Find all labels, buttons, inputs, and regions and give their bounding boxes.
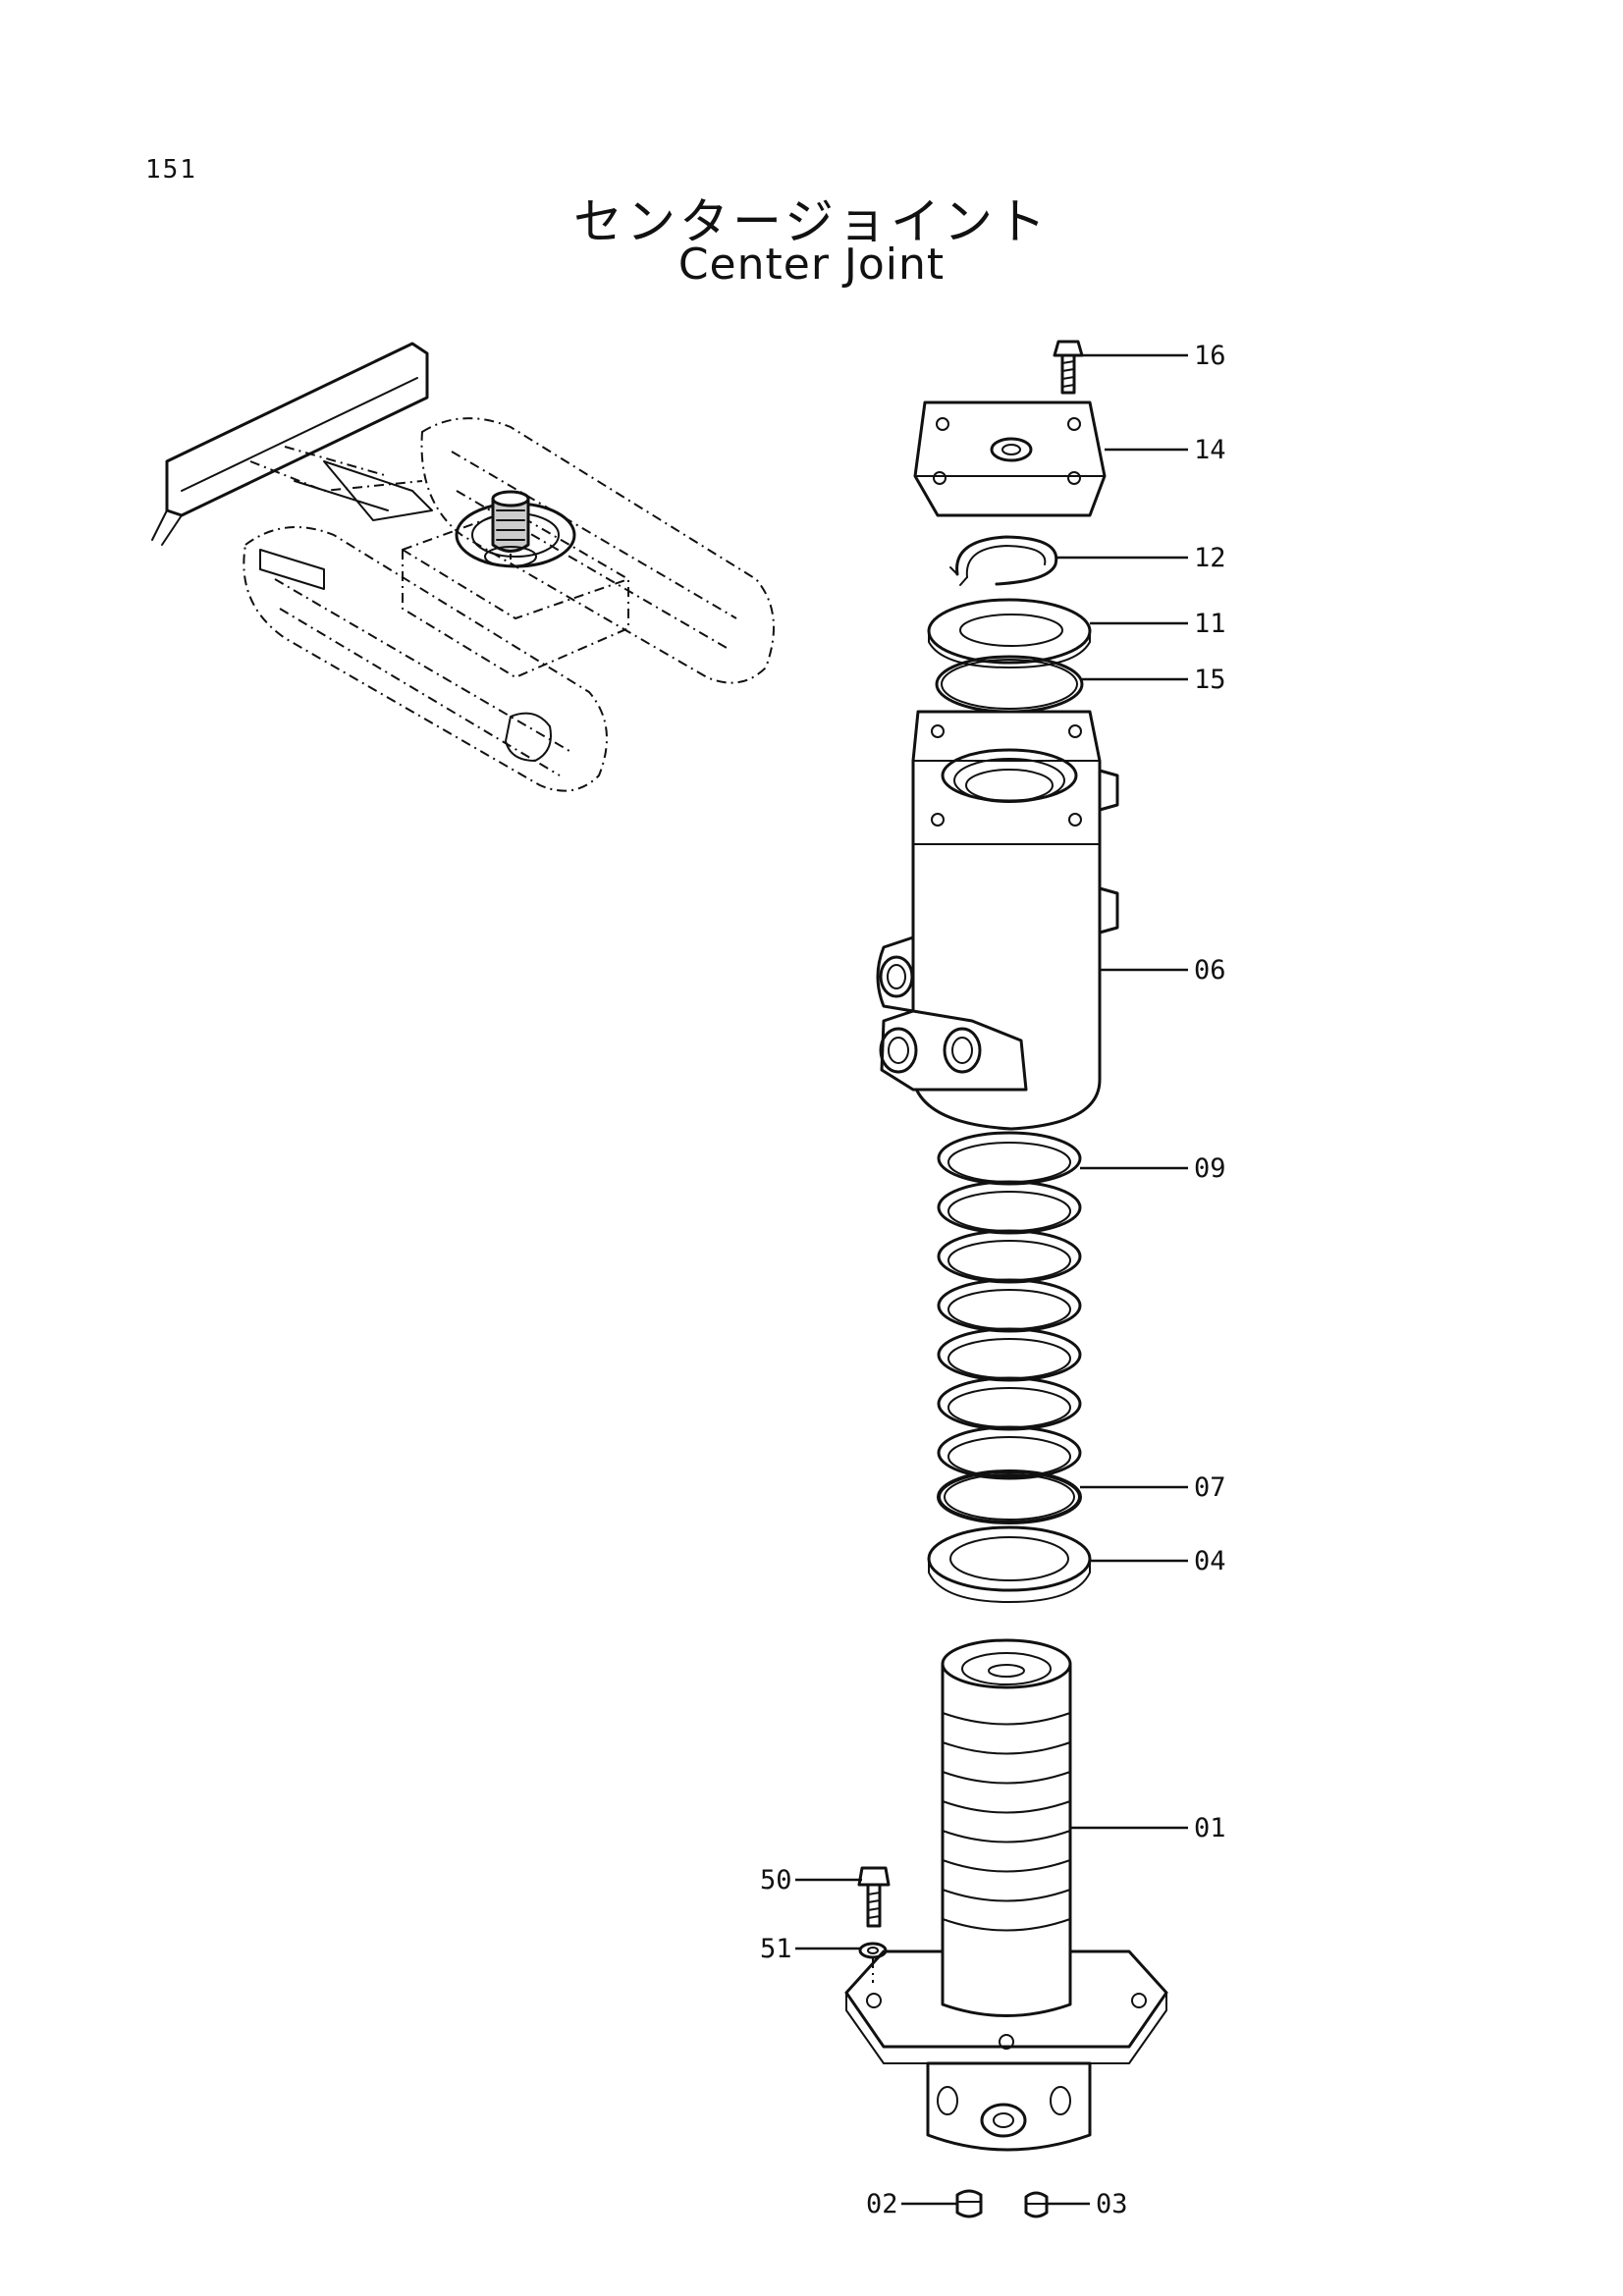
callout-09: 09 <box>1194 1153 1226 1184</box>
part-04-ring <box>927 1525 1092 1603</box>
part-15-o-ring <box>935 655 1084 714</box>
leader-lines <box>795 353 1188 2206</box>
callout-15: 15 <box>1194 665 1226 695</box>
blade-outline <box>165 342 429 517</box>
callout-14: 14 <box>1194 435 1226 465</box>
part-14-cover <box>913 400 1107 517</box>
part-16-bolt <box>1053 340 1084 395</box>
callout-12: 12 <box>1194 543 1226 573</box>
part-11-ring <box>927 598 1092 668</box>
part-03-plug <box>1024 2191 1049 2218</box>
part-12-snap-ring <box>949 535 1058 586</box>
callout-51: 51 <box>760 1934 792 1964</box>
callout-50: 50 <box>760 1865 792 1896</box>
callout-16: 16 <box>1194 341 1226 371</box>
track-left <box>243 526 608 792</box>
callout-01: 01 <box>1194 1813 1226 1843</box>
part-06-body <box>876 710 1119 1131</box>
center-joint-highlight <box>484 490 537 567</box>
title-english: Center Joint <box>677 240 946 290</box>
callout-07: 07 <box>1194 1472 1226 1503</box>
blade-edge <box>151 509 183 546</box>
callout-02: 02 <box>866 2189 898 2219</box>
part-51-washer <box>858 1942 888 1983</box>
callout-04: 04 <box>1194 1546 1226 1576</box>
track-right <box>420 417 775 684</box>
part-01-spindle <box>844 1638 1168 2152</box>
part-09-seals <box>937 1131 1082 1480</box>
callout-06: 06 <box>1194 955 1226 986</box>
part-50-bolt <box>857 1866 891 1928</box>
page-number: 151 <box>145 155 197 185</box>
location-inset <box>151 342 775 792</box>
title-japanese: センタージョイント <box>573 193 1050 250</box>
part-02-plug <box>955 2189 983 2218</box>
callout-11: 11 <box>1194 609 1226 639</box>
callout-03: 03 <box>1096 2189 1128 2219</box>
part-07-o-ring <box>937 1469 1082 1524</box>
